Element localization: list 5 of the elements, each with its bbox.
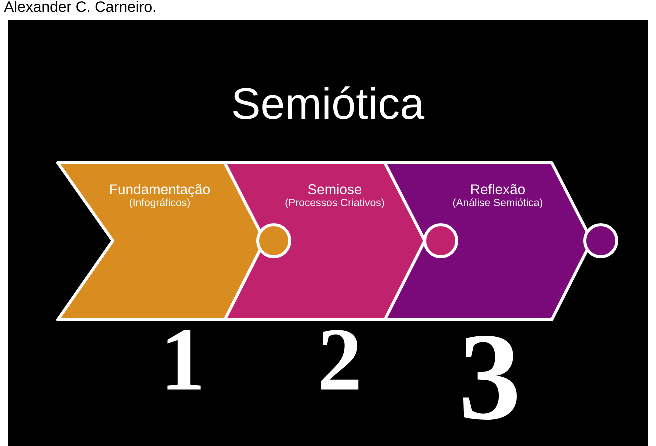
title: Semiótica — [233, 86, 425, 120]
author-name: Alexander C. Carneiro. — [4, 1, 156, 12]
step-number: 2 — [321, 330, 359, 390]
step-number: 3 — [463, 336, 517, 420]
step-number: 1 — [168, 330, 201, 390]
